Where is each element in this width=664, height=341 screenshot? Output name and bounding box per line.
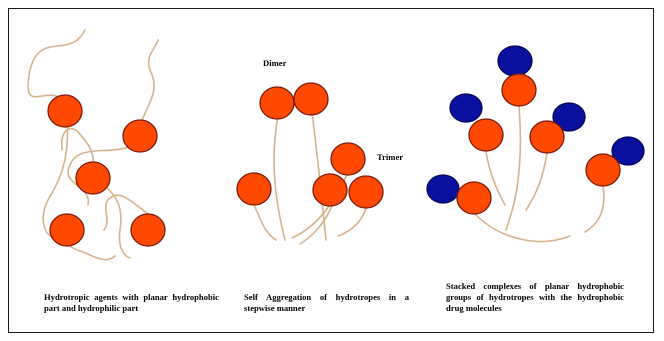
drug-molecule [450,94,482,122]
hydrophobic-head [50,214,84,246]
hydrophobic-head [457,182,491,214]
trimer-label: Trimer [377,152,403,162]
panel-1-caption: Hydrotropic agents with planar hydrophob… [44,292,219,314]
hydrophilic-tail [254,205,276,240]
hydrophilic-tail [338,208,366,236]
drug-molecule [498,46,532,76]
hydrophobic-head [586,154,620,186]
hydrophobic-head [123,120,157,152]
panel-3-caption: Stacked complexes of planar hydrophobic … [446,281,624,314]
hydrophobic-head [294,83,328,115]
panel-2-caption: Self Aggregation of hydrotropes in a ste… [244,292,409,314]
hydrophilic-tail [474,213,570,241]
hydrophobic-head [131,214,165,246]
hydrophobic-head [237,173,271,205]
hydrophobic-head [349,176,383,208]
hydrophilic-tail [526,152,547,210]
hydrophilic-tail [585,187,604,232]
dimer-label: Dimer [263,58,286,68]
hydrophobic-head [48,95,82,127]
drug-molecule [427,175,459,203]
hydrophilic-tail [274,116,285,240]
hydrophobic-head [313,174,347,206]
hydrophilic-tail [140,40,158,125]
hydrophobic-head [530,121,564,153]
hydrophobic-head [469,119,503,151]
hydrophobic-head [502,74,536,106]
hydrophilic-tail [506,106,520,230]
hydrophilic-tail [28,30,85,103]
hydrophobic-head [260,87,294,119]
hydrophobic-head [331,143,365,175]
hydrophobic-head [76,162,110,194]
